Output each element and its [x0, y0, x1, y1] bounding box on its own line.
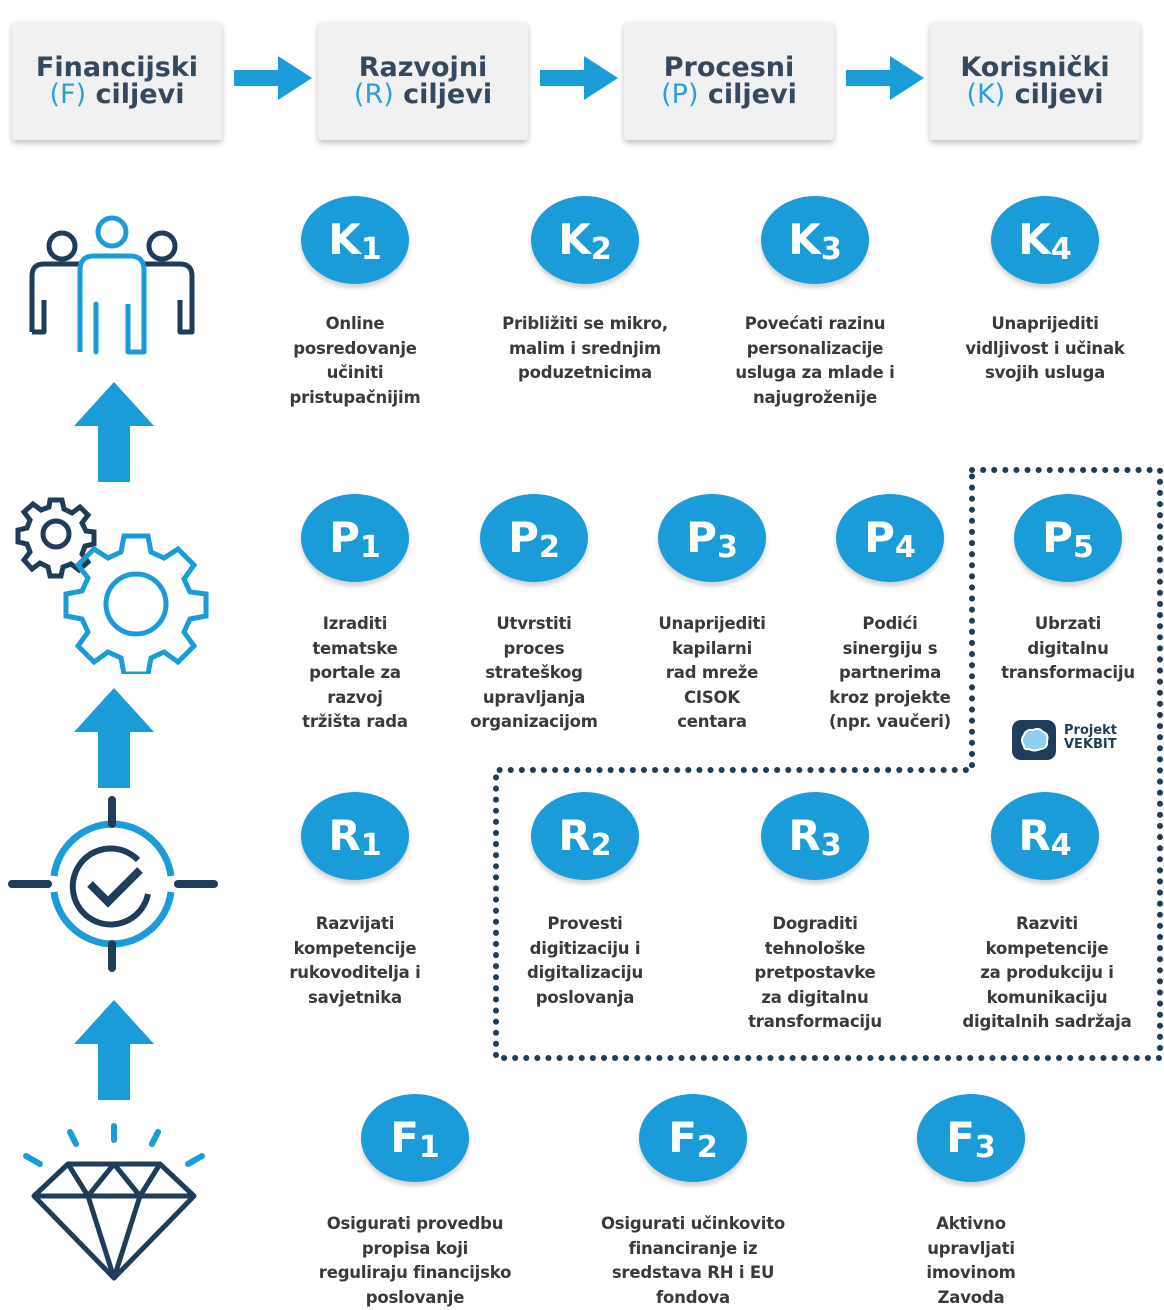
goal-letter: K [328, 215, 361, 264]
header-box-financial: Financijski (F) ciljevi [12, 22, 222, 140]
logo-line1: Projekt [1064, 723, 1118, 738]
goal-text-k3: Povećati razinu personalizacije usluga z… [735, 314, 895, 407]
header-code: (R) [353, 79, 394, 110]
goal-letter: R [788, 811, 821, 860]
goal-number: 2 [696, 1130, 718, 1165]
goal-text-r1: Razvijati kompetencije rukovoditelja i s… [289, 914, 421, 1007]
goal-letter: K [558, 215, 591, 264]
goal-text-r4: Razviti kompetencije za produkciju i kom… [962, 914, 1132, 1031]
up-arrow-icon [74, 1000, 154, 1100]
goal-letter: R [558, 811, 591, 860]
goal-number: 3 [820, 828, 842, 863]
goal-text-p2: Utvrstiti proces strateškog upravljanja … [470, 614, 598, 731]
goal-number: 2 [590, 828, 612, 863]
goal-text-r3: Dograditi tehnološke pretpostavke za dig… [748, 914, 882, 1031]
header-title: Financijski [35, 52, 199, 83]
goal-number: 1 [360, 232, 382, 267]
gears-icon [15, 497, 209, 674]
goal-text-p3: Unaprijediti kapilarni rad mreže CISOK c… [658, 614, 766, 731]
logo-line2: VEKBIT [1064, 737, 1117, 752]
up-arrow-icon [74, 382, 154, 482]
goal-text-p4: Podići sinergiju s partnerima kroz proje… [828, 614, 952, 731]
right-arrow-icon [846, 56, 924, 100]
header-suffix: ciljevi [86, 79, 185, 110]
users-icon [29, 215, 195, 355]
goal-letter: K [788, 215, 821, 264]
goal-letter: R [328, 811, 361, 860]
goal-number: 1 [360, 828, 382, 863]
goal-number: 2 [590, 232, 612, 267]
goal-letter: K [1018, 215, 1051, 264]
goal-text-r2: Provesti digitizaciju i digitalizaciju p… [526, 914, 644, 1007]
up-arrow-icon [74, 688, 154, 788]
header-suffix: ciljevi [393, 79, 493, 110]
goal-text-f2: Osigurati učinkovito financiranje iz sre… [600, 1214, 786, 1307]
header-box-development: Razvojni (R) ciljevi [318, 22, 528, 140]
goal-number: 5 [1072, 530, 1094, 565]
goal-letter: P [1042, 513, 1073, 562]
header-box-process: Procesni (P) ciljevi [624, 22, 834, 140]
goal-text-k4: Unaprijediti vidljivost i učinak svojih … [965, 314, 1125, 382]
projekt-vekbit-logo: Projekt VEKBIT [1010, 718, 1140, 762]
brain-icon [1012, 720, 1056, 760]
goal-letter: F [390, 1113, 419, 1162]
diamond-icon [23, 1123, 205, 1281]
header-code: (K) [966, 79, 1006, 110]
goal-text-p5: Ubrzati digitalnu transformaciju [1001, 614, 1135, 682]
goal-number: 3 [974, 1130, 996, 1165]
header-title: Korisnički [960, 52, 1110, 83]
right-arrow-icon [234, 56, 312, 100]
goal-text-p1: Izraditi tematske portale za razvoj trži… [302, 614, 408, 731]
goal-text-f3: Aktivno upravljati imovinom Zavoda [926, 1214, 1016, 1307]
header-suffix: ciljevi [1005, 79, 1104, 110]
header-title: Razvojni [358, 52, 488, 83]
goal-number: 2 [538, 530, 560, 565]
goal-letter: F [946, 1113, 975, 1162]
header-code: (F) [49, 79, 87, 110]
header-title: Procesni [663, 52, 795, 83]
goal-letter: P [329, 513, 360, 562]
goal-number: 1 [418, 1130, 440, 1165]
goal-text-k2: Približiti se mikro, malim i srednjim po… [502, 314, 668, 382]
header-code: (P) [661, 79, 699, 110]
goal-number: 4 [1050, 232, 1072, 267]
goal-number: 3 [820, 232, 842, 267]
goal-letter: P [508, 513, 539, 562]
goal-number: 1 [359, 530, 381, 565]
goal-number: 3 [716, 530, 738, 565]
goal-text-k1: Online posredovanje učiniti pristupačnij… [289, 314, 421, 407]
header-suffix: ciljevi [698, 79, 797, 110]
header-box-user: Korisnički (K) ciljevi [930, 22, 1140, 140]
target-check-icon [8, 796, 218, 972]
goal-number: 4 [894, 530, 916, 565]
goal-letter: F [668, 1113, 697, 1162]
goal-letter: R [1018, 811, 1051, 860]
goal-text-f1: Osigurati provedbu propisa koji regulira… [318, 1214, 512, 1307]
goal-letter: P [864, 513, 895, 562]
goal-letter: P [686, 513, 717, 562]
right-arrow-icon [540, 56, 618, 100]
goal-number: 4 [1050, 828, 1072, 863]
